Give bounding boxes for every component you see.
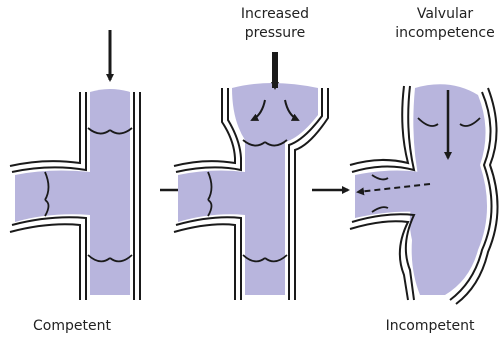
label-competent: Competent xyxy=(22,318,122,335)
incompetent-vein xyxy=(350,84,498,304)
competent-vein xyxy=(10,30,140,300)
label-increased-pressure-2: pressure xyxy=(225,25,325,42)
label-increased-pressure-1: Increased xyxy=(225,6,325,23)
pressure-vein-branch xyxy=(178,171,245,222)
label-incompetent: Incompetent xyxy=(370,318,490,335)
pressure-vein xyxy=(174,52,328,300)
competent-vein-main xyxy=(90,89,130,295)
label-valvular-1: Valvular xyxy=(395,6,495,23)
competent-vein-branch xyxy=(15,171,90,222)
label-valvular-2: incompetence xyxy=(390,25,500,42)
